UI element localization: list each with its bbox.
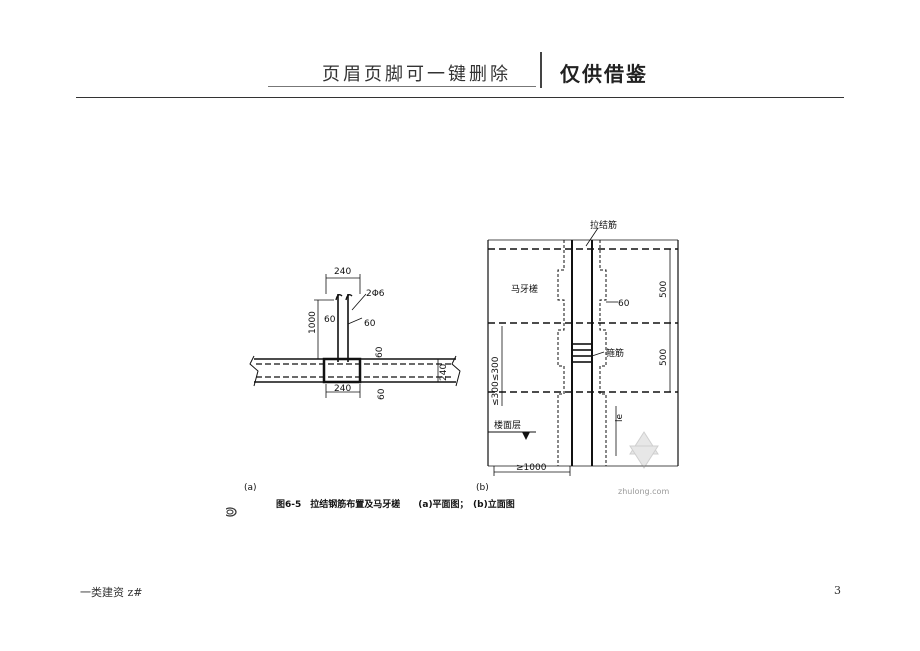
elev-dim-500-a: 500 xyxy=(659,281,669,298)
footer-left-text: 一类建资 z# xyxy=(80,586,143,599)
plan-view xyxy=(249,274,461,398)
elev-floor-label: 楼面层 xyxy=(494,419,521,431)
plan-dim-bottom: 240 xyxy=(334,384,351,394)
elev-stirrup-label: 箍筋 xyxy=(606,347,624,359)
elev-dim-le: le xyxy=(615,413,625,422)
elev-dim-range: ≤300≤300 xyxy=(491,356,501,406)
publisher-mark-icon xyxy=(223,507,237,517)
header-right-text: 仅供借鉴 xyxy=(560,62,648,86)
plan-bar-spec: 2Φ6 xyxy=(366,289,385,299)
plan-dim-1000: 1000 xyxy=(308,311,318,334)
elev-tie-bar-label: 拉结筋 xyxy=(590,219,617,231)
elev-mayacha-label: 马牙槎 xyxy=(511,283,538,295)
plan-dim-60-d: 60 xyxy=(377,388,387,400)
header-rule xyxy=(76,97,844,98)
header-underline xyxy=(268,86,536,87)
plan-dim-top: 240 xyxy=(334,267,351,277)
elev-dim-1000: ≥1000 xyxy=(516,463,547,473)
header-separator xyxy=(540,52,542,88)
elevation-labels: 拉结筋 马牙槎 60 箍筋 楼面层 500 500 ≤300≤300 le ≥1… xyxy=(491,219,669,473)
watermark-logo xyxy=(629,431,659,469)
header-left-text: 页眉页脚可一键删除 xyxy=(322,64,511,85)
elev-dim-60: 60 xyxy=(618,299,630,309)
plan-dim-60-a: 60 xyxy=(324,315,336,325)
figure-label-a: (a) xyxy=(244,483,257,493)
figure-caption: 图6-5 拉结钢筋布置及马牙槎 (a)平面图； (b)立面图 xyxy=(276,498,515,510)
plan-dim-60-c: 60 xyxy=(375,346,385,358)
plan-dim-right: 240 xyxy=(439,364,449,381)
watermark-text: zhulong.com xyxy=(618,487,669,496)
elev-dim-500-b: 500 xyxy=(659,349,669,366)
figure-label-b: (b) xyxy=(476,483,489,493)
plan-dim-60-b: 60 xyxy=(364,319,376,329)
elevation-view xyxy=(487,227,679,476)
plan-labels: 240 2Φ6 60 60 1000 60 60 240 240 xyxy=(308,267,449,400)
page-number: 3 xyxy=(834,584,841,597)
figure-6-5: 240 2Φ6 60 60 1000 60 60 240 240 xyxy=(223,206,696,520)
